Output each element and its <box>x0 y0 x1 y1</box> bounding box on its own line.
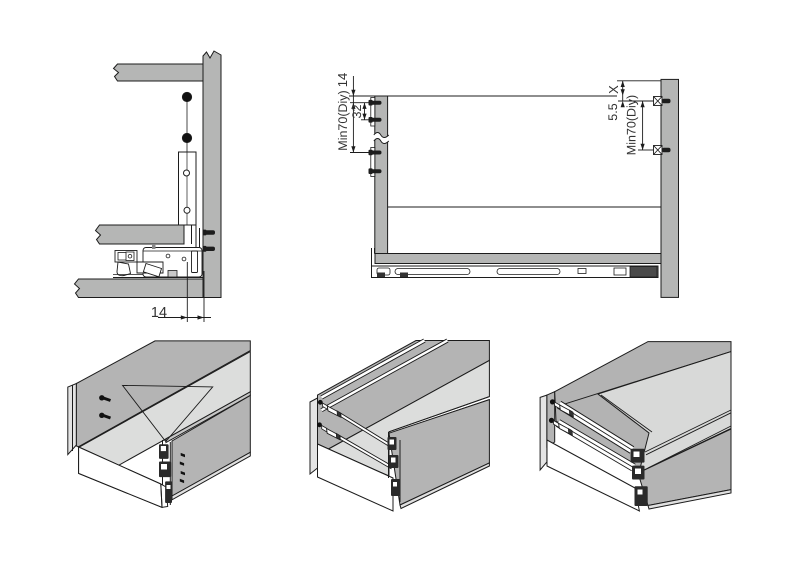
svg-text:14: 14 <box>335 73 350 87</box>
svg-text:Min70(Diy): Min70(Diy) <box>625 95 639 155</box>
svg-text:5.5: 5.5 <box>606 103 620 120</box>
svg-text:14: 14 <box>151 305 167 321</box>
svg-text:32: 32 <box>350 105 364 119</box>
svg-text:Min70(Diy): Min70(Diy) <box>336 90 350 150</box>
svg-text:X: X <box>606 85 621 94</box>
